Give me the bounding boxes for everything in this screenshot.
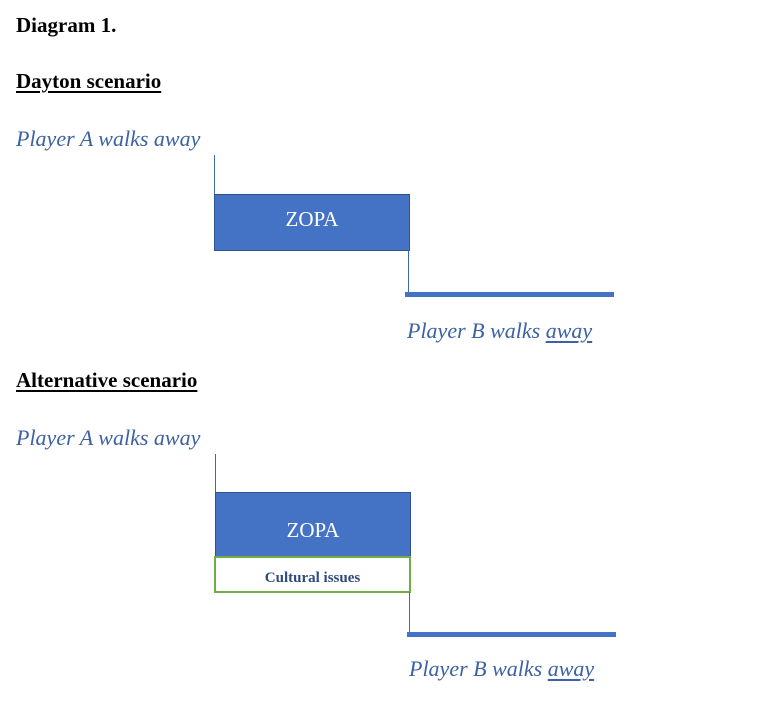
alternative-player-b-label: Player B walks away	[409, 658, 594, 680]
alternative-player-b-suffix: away	[547, 656, 595, 681]
alternative-player-a-line	[215, 454, 216, 494]
alternative-scenario-heading: Alternative scenario	[16, 368, 198, 392]
dayton-player-b-label: Player B walks away	[407, 320, 592, 342]
dayton-player-a-line	[214, 155, 215, 195]
dayton-player-b-suffix: away	[545, 318, 593, 343]
alternative-zopa-box: ZOPA	[215, 492, 411, 557]
dayton-player-b-bar	[405, 292, 614, 297]
cultural-issues-label: Cultural issues	[264, 570, 361, 586]
dayton-zopa-label: ZOPA	[285, 207, 339, 231]
alternative-player-b-bar	[407, 632, 616, 637]
alternative-player-b-line	[409, 592, 410, 634]
dayton-player-a-label: Player A walks away	[16, 126, 201, 151]
dayton-zopa-box: ZOPA	[214, 194, 410, 251]
dayton-player-b-line	[408, 250, 409, 294]
cultural-issues-box: Cultural issues	[214, 556, 411, 593]
alternative-player-b-prefix: Player B walks	[409, 656, 548, 681]
dayton-player-b-prefix: Player B walks	[407, 318, 546, 343]
alternative-player-a-label: Player A walks away	[16, 425, 201, 450]
diagram-title: Diagram 1.	[16, 13, 117, 37]
dayton-scenario-heading: Dayton scenario	[16, 69, 162, 93]
alternative-zopa-label: ZOPA	[286, 518, 340, 542]
